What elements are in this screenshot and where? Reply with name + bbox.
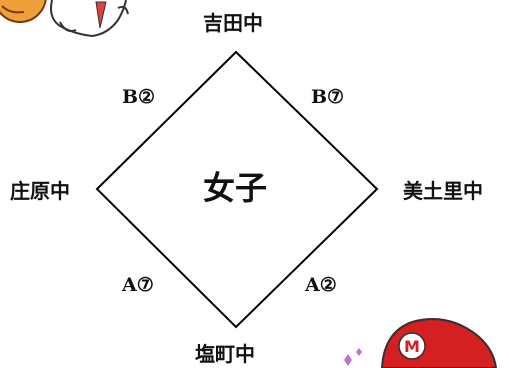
team-bottom: 塩町中 — [195, 342, 255, 366]
team-left: 庄原中 — [10, 179, 70, 203]
team-right: 美土里中 — [403, 179, 483, 203]
bottom-right-character-illustration: M — [344, 318, 498, 368]
slot-upper-left: B② — [122, 86, 156, 108]
team-top: 吉田中 — [203, 11, 263, 35]
sparkle-icon — [356, 348, 362, 356]
slot-lower-left: A⑦ — [122, 274, 154, 296]
slot-lower-right: A② — [305, 274, 337, 296]
top-left-character-illustration — [0, 0, 129, 38]
sparkle-icon — [344, 354, 352, 366]
ball-icon — [0, 0, 47, 23]
center-label: 女子 — [203, 169, 268, 207]
svg-text:M: M — [404, 337, 420, 356]
slot-upper-right: B⑦ — [311, 86, 345, 108]
bracket-diamond — [95, 50, 379, 329]
